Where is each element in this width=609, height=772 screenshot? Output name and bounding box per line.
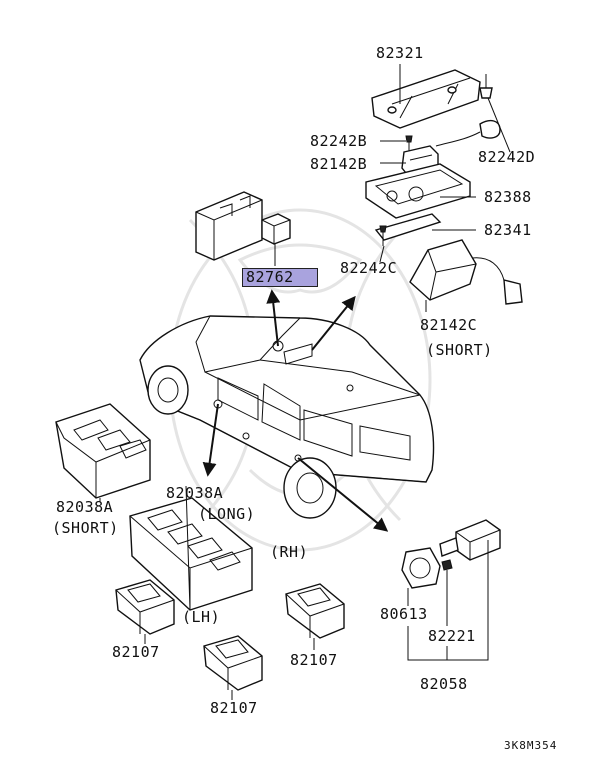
label-80613: 80613	[380, 605, 428, 623]
label-82038a-long: 82038A	[166, 484, 224, 502]
label-82762-highlighted: 82762	[242, 268, 318, 287]
label-82107-lh: 82107	[112, 643, 160, 661]
window-switch-82107-rh	[285, 583, 345, 639]
lens-82341	[374, 213, 442, 241]
label-long: (LONG)	[198, 505, 256, 523]
label-82242d: 82242D	[478, 148, 536, 166]
label-82142b: 82142B	[310, 155, 368, 173]
relay-box	[195, 191, 263, 261]
relay-82762	[261, 213, 291, 245]
label-82107-rear: 82107	[210, 699, 258, 717]
window-switch-82038a-long	[129, 497, 253, 611]
lamp-82142c-short	[409, 239, 523, 305]
label-82038a-short: 82038A	[56, 498, 114, 516]
diagram-code: 3K8M354	[504, 739, 558, 752]
door-switch-80613	[401, 547, 441, 589]
screw-82242c	[379, 225, 387, 246]
room-lamp-bracket-82321	[371, 69, 481, 129]
leader-lines	[99, 64, 511, 700]
lamp-housing-82388	[365, 163, 471, 219]
screw-82242d	[479, 74, 493, 99]
window-switch-82107-rear	[203, 635, 263, 691]
label-lh: (LH)	[182, 608, 221, 626]
label-rh: (RH)	[270, 543, 309, 561]
bulb-socket-wire	[435, 119, 501, 147]
label-82107-rh: 82107	[290, 651, 338, 669]
label-82341: 82341	[484, 221, 532, 239]
screw-82242b	[405, 135, 413, 152]
label-short-82038a: (SHORT)	[52, 519, 119, 537]
label-82242b: 82242B	[310, 132, 368, 150]
door-switch-body	[439, 519, 501, 561]
label-82142c: 82142C	[420, 316, 478, 334]
vehicle-body	[139, 315, 435, 519]
window-switch-82038a-short	[55, 403, 151, 499]
label-82388: 82388	[484, 188, 532, 206]
label-82242c: 82242C	[340, 259, 398, 277]
window-switch-82107-lh	[115, 579, 175, 635]
label-82321: 82321	[376, 44, 424, 62]
screw-82221	[441, 559, 453, 571]
label-82058: 82058	[420, 675, 468, 693]
callout-arrows	[202, 289, 389, 532]
label-short-82142c: (SHORT)	[426, 341, 493, 359]
label-82221: 82221	[428, 627, 476, 645]
